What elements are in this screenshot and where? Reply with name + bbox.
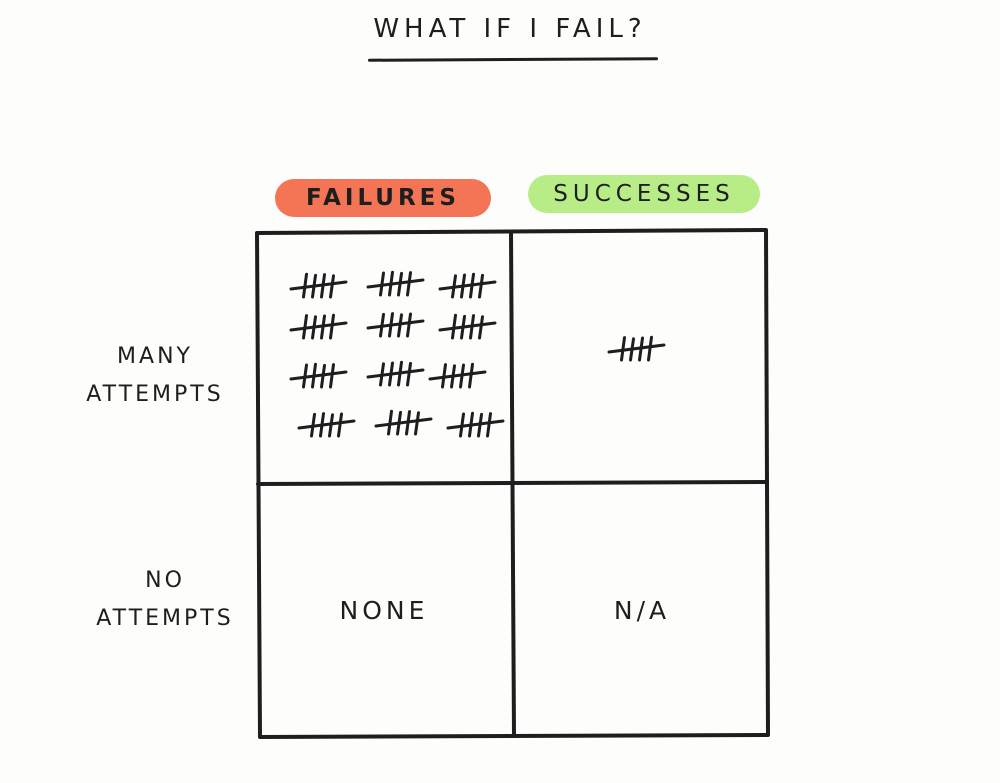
no-attempts-failures-cell: NONE: [339, 596, 429, 625]
failures-tally-group: [289, 270, 505, 438]
successes-label: SUCCESSES: [553, 181, 735, 207]
tally-mark: [438, 313, 497, 340]
no-attempts-row-label: NO ATTEMPTS: [70, 562, 260, 638]
tally-mark: [366, 270, 425, 297]
no-attempts-line2: ATTEMPTS: [96, 606, 234, 631]
no-attempts-successes-cell: N/A: [613, 596, 671, 625]
tally-mark: [289, 362, 348, 389]
tally-mark: [297, 412, 356, 438]
tally-mark: [289, 272, 348, 299]
many-attempts-line1: MANY: [117, 344, 193, 369]
diagram-title: WHAT IF I FAIL?: [373, 14, 647, 44]
tally-mark: [428, 362, 487, 389]
successes-column-header: SUCCESSES: [528, 175, 760, 213]
tally-mark: [289, 313, 348, 340]
failures-label: FAILURES: [306, 185, 460, 211]
many-attempts-row-label: MANY ATTEMPTS: [60, 338, 250, 414]
grid-lines: [255, 228, 770, 739]
tally-mark: [446, 411, 505, 438]
tally-mark: [374, 409, 433, 436]
no-attempts-line1: NO: [145, 568, 185, 593]
tally-mark: [366, 312, 425, 338]
successes-tally-group: [607, 335, 666, 362]
tally-mark: [366, 360, 425, 387]
tally-mark: [607, 335, 666, 362]
grid-horizontal-divider: [256, 480, 769, 486]
failures-column-header: FAILURES: [275, 179, 491, 217]
tally-mark: [438, 272, 497, 299]
many-attempts-line2: ATTEMPTS: [86, 382, 224, 407]
grid-outer-border: [255, 228, 770, 739]
